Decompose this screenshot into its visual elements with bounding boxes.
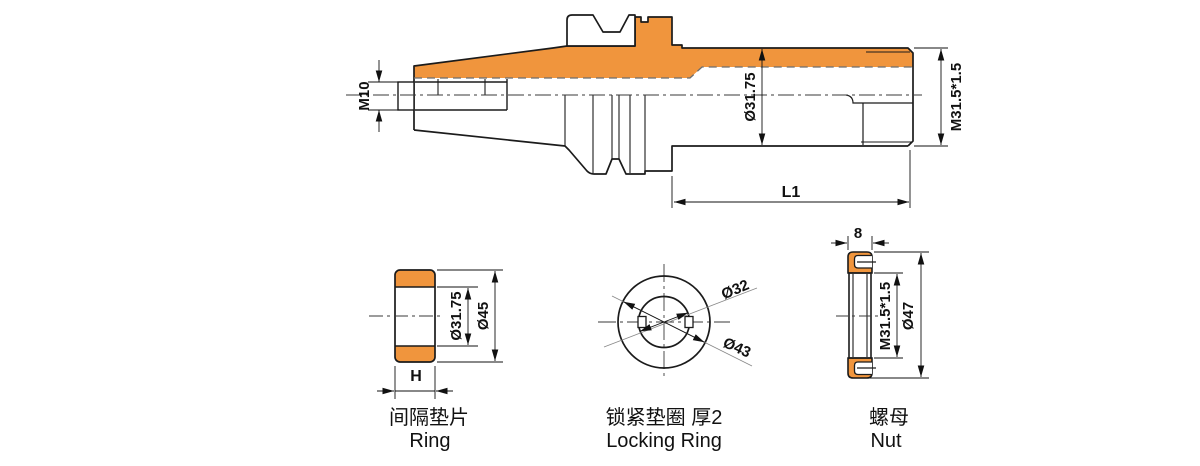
- leader-d43: [611, 295, 753, 367]
- nose-counterbore: [845, 94, 913, 145]
- caption-ring-cn: 间隔垫片: [389, 406, 469, 429]
- dim-ring-inner: [437, 286, 478, 347]
- dim-nut-outer: [852, 251, 929, 379]
- main-view: M10 Ø31.75 M31.5*1.5 L1: [346, 14, 965, 208]
- dim-label-m10: M10: [356, 81, 373, 110]
- arbor-outline-lower: [413, 129, 908, 175]
- dim-nut-width: [831, 236, 889, 250]
- flange-face-lines: [564, 95, 646, 173]
- nut-thread-section: [848, 272, 872, 359]
- dim-label-d3175: Ø31.75: [742, 72, 759, 121]
- locking-ring-key-left: [637, 315, 647, 329]
- caption-ring-en: Ring: [409, 430, 450, 452]
- ring-bore-lines: [395, 286, 435, 347]
- dim-label-nut-width: 8: [854, 225, 862, 242]
- dim-l1: [671, 150, 911, 208]
- stud-and-bore-lines: [397, 79, 508, 111]
- dim-label-ring-outer: Ø45: [475, 302, 492, 330]
- flange-v-groove-ring: [566, 14, 636, 47]
- leader-d32: [603, 287, 758, 348]
- locking-ring-view: Ø32 Ø43 锁紧垫圈 厚2 Locking Ring: [598, 264, 758, 452]
- dim-label-nut-outer: Ø47: [900, 302, 917, 330]
- locking-ring-outer-circle: [617, 275, 711, 369]
- dim-m315-main: [914, 47, 948, 147]
- dim-label-locking-inner: Ø32: [719, 276, 752, 303]
- hidden-bore-dashed-line: [414, 66, 912, 79]
- nut-view: 8 M31.5*1.5 Ø47 螺母 Nut: [831, 225, 929, 452]
- caption-locking-ring-en: Locking Ring: [606, 430, 722, 452]
- caption-nut-cn: 螺母: [869, 406, 909, 429]
- dim-label-m315-main: M31.5*1.5: [948, 63, 965, 131]
- dim-label-ring-inner: Ø31.75: [448, 291, 465, 340]
- dim-ring-outer: [437, 269, 503, 363]
- dim-m10: [368, 60, 400, 132]
- arbor-upper-section: [414, 17, 913, 78]
- nose-thread-lines: [861, 51, 911, 143]
- ring-bottom-band: [395, 346, 435, 362]
- caption-locking-ring-cn: 锁紧垫圈 厚2: [606, 406, 723, 429]
- caption-nut-en: Nut: [870, 430, 902, 452]
- dim-label-locking-outer: Ø43: [720, 334, 753, 361]
- locking-ring-key-right: [684, 315, 694, 329]
- dim-ring-width: [377, 366, 453, 399]
- dim-label-nut-thread: M31.5*1.5: [877, 282, 894, 350]
- ring-top-band: [395, 270, 435, 287]
- ring-view: Ø31.75 Ø45 H 间隔垫片 Ring: [369, 269, 503, 452]
- dim-label-l1: L1: [782, 184, 801, 201]
- arbor-outline-upper: [413, 16, 914, 147]
- dim-label-ring-width: H: [410, 368, 422, 385]
- dim-nut-thread: [874, 272, 903, 359]
